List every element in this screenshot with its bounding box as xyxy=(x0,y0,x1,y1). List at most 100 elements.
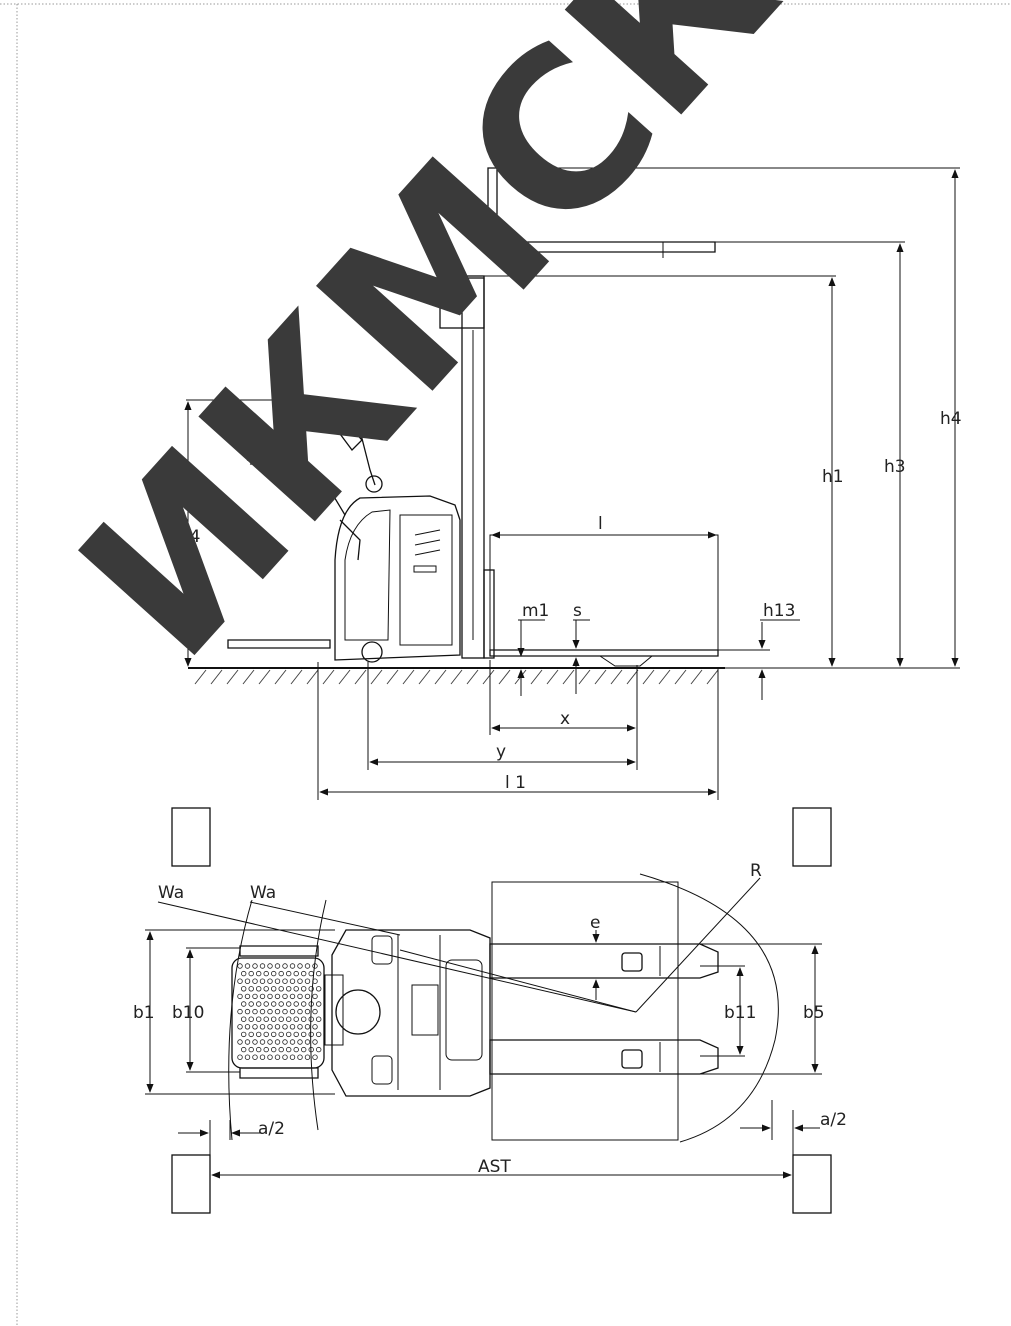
mat-dot xyxy=(282,1039,288,1045)
mat-dot xyxy=(286,970,292,977)
mast xyxy=(461,277,485,659)
mat-dot xyxy=(263,986,269,992)
label-h13: h13 xyxy=(763,601,795,621)
mat-dot xyxy=(297,993,303,1000)
mat-dot xyxy=(263,1016,269,1022)
mat-dot xyxy=(316,1016,322,1022)
side-dimensions xyxy=(184,167,960,800)
mat-dot xyxy=(282,993,288,1000)
mat-dot xyxy=(248,970,254,977)
mat-dot xyxy=(297,1054,303,1060)
ground-hatching xyxy=(194,669,719,685)
label-h14: h14 xyxy=(168,527,200,547)
wa-arc-left xyxy=(228,899,253,1141)
mat-dot xyxy=(308,986,314,992)
mat-dot xyxy=(289,993,296,1000)
fork-carriage xyxy=(483,569,495,659)
label-h3: h3 xyxy=(884,457,906,477)
watermark: ИКМСК xyxy=(33,0,824,704)
mat-dot xyxy=(293,986,299,992)
mat-dot xyxy=(237,978,243,984)
mat-dot xyxy=(256,1016,262,1022)
mat-dot xyxy=(252,978,258,984)
mat-dot xyxy=(256,1031,262,1038)
mat-dot xyxy=(237,1024,243,1030)
side-bar-bottom xyxy=(239,1067,319,1079)
mat-dot xyxy=(286,1001,292,1007)
label-e: e xyxy=(590,913,600,933)
mat-dot xyxy=(278,1046,284,1053)
mat-dot xyxy=(312,1008,318,1015)
mat-dot xyxy=(304,1039,311,1045)
mat-dot xyxy=(267,978,273,984)
mat-dot xyxy=(244,978,251,984)
mat-dot xyxy=(267,1054,273,1060)
label-wa-right: Wa xyxy=(250,883,276,903)
label-a2-right: a/2 xyxy=(820,1110,847,1130)
mat-dot xyxy=(304,963,311,969)
body-vents xyxy=(414,529,441,556)
mat-dot xyxy=(286,1031,292,1038)
mat-dot xyxy=(304,978,311,984)
tiller-pivot xyxy=(365,475,383,493)
mat-dot xyxy=(274,1024,281,1030)
mat-dot xyxy=(316,1031,322,1038)
chassis-top xyxy=(331,929,491,1097)
mat-dot xyxy=(278,1016,284,1022)
mat-dot xyxy=(267,963,273,969)
mat-dot xyxy=(263,1031,269,1038)
mat-dot xyxy=(308,970,314,977)
mat-dot xyxy=(304,1024,311,1030)
mat-dot xyxy=(237,993,243,1000)
mat-dot xyxy=(278,1001,284,1007)
mat-dot xyxy=(293,1031,299,1038)
mat-dot xyxy=(237,1054,243,1060)
mat-dot xyxy=(301,1046,307,1053)
mat-dot xyxy=(289,1008,296,1015)
label-l: l xyxy=(598,514,603,534)
fork-roller-top xyxy=(621,952,643,972)
label-s: s xyxy=(573,601,582,621)
mat-dot xyxy=(240,1046,247,1053)
mat-dot xyxy=(278,970,284,977)
mat-dot xyxy=(259,1039,266,1045)
mat-dot xyxy=(293,1046,299,1053)
mat-dot xyxy=(237,1039,243,1045)
mat-dot xyxy=(289,1054,296,1060)
label-b11: b11 xyxy=(724,1003,756,1023)
fork-roller-bottom xyxy=(621,1049,643,1069)
pallet-outline xyxy=(491,881,679,1141)
mat-dot xyxy=(293,1001,299,1007)
mat-dot xyxy=(256,1046,262,1053)
mast-sensor xyxy=(451,283,461,293)
mat-dot xyxy=(282,963,288,969)
mat-dot xyxy=(293,970,299,977)
mat-dot xyxy=(301,1016,307,1022)
label-y: y xyxy=(496,742,506,762)
mat-dot xyxy=(289,1039,296,1045)
mat-dot xyxy=(289,1024,296,1030)
mat-dot xyxy=(316,970,322,977)
mat-dot xyxy=(244,1024,251,1030)
mat-dot xyxy=(297,1024,303,1030)
mat-dot xyxy=(301,1001,307,1007)
wa-arc-right xyxy=(310,899,327,1131)
label-x: x xyxy=(560,709,570,729)
mat-dot xyxy=(259,1008,266,1015)
mat-dot xyxy=(271,1001,277,1007)
mat-dot xyxy=(259,1024,266,1030)
rear-handle xyxy=(246,459,346,516)
steering-wheel xyxy=(335,989,381,1035)
mat-dot xyxy=(256,1001,262,1007)
mat-dot xyxy=(271,986,277,992)
mat-dot xyxy=(308,1031,314,1038)
mat-dot xyxy=(312,1054,318,1060)
mat-dot xyxy=(312,1039,318,1045)
body-indicator xyxy=(413,565,437,573)
mat-dot xyxy=(271,1016,277,1022)
truck-body xyxy=(334,495,461,661)
rack-bottom-right xyxy=(792,1154,832,1214)
battery-cover xyxy=(411,984,439,1036)
top-view xyxy=(171,807,832,1214)
mat-dot xyxy=(252,1039,258,1045)
